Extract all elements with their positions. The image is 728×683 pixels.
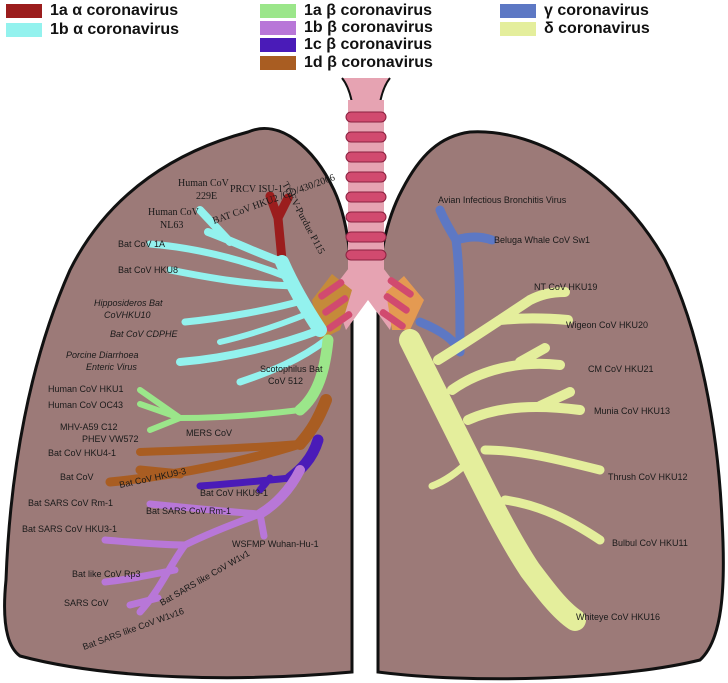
- trachea-ring: [345, 151, 387, 163]
- branch-1a-beta-trunk: [294, 334, 334, 416]
- branch-1b-alpha: [217, 309, 315, 345]
- legend-swatch: [500, 22, 536, 36]
- legend-item-1a-alpha: 1a α coronavirus: [6, 2, 178, 20]
- branch-1b-beta: [101, 510, 264, 616]
- legend-swatch: [260, 38, 296, 52]
- label-mhv: MHV-A59 C12: [60, 422, 118, 432]
- branch-1b-alpha-trunk: [275, 255, 327, 337]
- label-mers: MERS CoV: [186, 428, 232, 438]
- branch-delta: [447, 343, 565, 395]
- label-human-cov-oc43: Human CoV OC43: [48, 400, 123, 410]
- branch-1b-beta: [146, 500, 268, 540]
- legend-label: 1a β coronavirus: [304, 2, 433, 19]
- label-human-cov-229e-line1: Human CoV: [178, 178, 230, 189]
- label-thrush: Thrush CoV HKU12: [608, 472, 688, 482]
- label-human-cov-nl63-line1: Human CoV: [148, 207, 200, 218]
- trachea-ring: [345, 131, 387, 143]
- label-prcv-isu1: PRCV ISU-1: [230, 184, 283, 195]
- label-bat-cov-cdphe: Bat CoV CDPHE: [110, 329, 179, 339]
- label-human-cov-hku1: Human CoV HKU1: [48, 384, 124, 394]
- trachea-ring: [345, 249, 387, 261]
- branch-delta: [500, 495, 605, 545]
- branch-delta-trunk: [399, 329, 586, 631]
- label-bat-cov-hku4: Bat CoV HKU4-1: [48, 448, 116, 458]
- legend-item-delta: δ coronavirus: [500, 20, 650, 38]
- label-beluga: Beluga Whale CoV Sw1: [494, 235, 590, 245]
- legend-label: 1d β coronavirus: [304, 54, 433, 71]
- label-hipposideros-line1: Hipposideros Bat: [94, 298, 163, 308]
- legend-swatch: [500, 4, 536, 18]
- trachea: [312, 77, 424, 340]
- branch-1d-beta: [105, 439, 305, 487]
- label-bat-sars-rm1b: Bat SARS CoV Rm-1: [146, 506, 231, 516]
- trachea-ring: [345, 211, 387, 223]
- branch-delta: [480, 445, 605, 475]
- legend-swatch: [260, 56, 296, 70]
- legend-label: 1c β coronavirus: [304, 36, 433, 53]
- right-bronchial-tree: [399, 205, 605, 631]
- branch-1b-alpha: [176, 326, 324, 366]
- label-bat-cov: Bat CoV: [60, 472, 94, 482]
- legend-item-gamma: γ coronavirus: [500, 2, 649, 20]
- branch-1b-alpha: [166, 266, 300, 290]
- legend-item-1c-beta: 1c β coronavirus: [260, 36, 432, 54]
- legend-swatch: [6, 23, 42, 37]
- trachea-ring: [345, 231, 387, 243]
- trachea-ring: [345, 191, 387, 203]
- label-bat-cov-hku8: Bat CoV HKU8: [118, 265, 178, 275]
- legend-label: δ coronavirus: [544, 20, 650, 37]
- legend-item-1d-beta: 1d β coronavirus: [260, 54, 433, 72]
- label-munia: Munia CoV HKU13: [594, 406, 670, 416]
- legend-label: γ coronavirus: [544, 2, 649, 19]
- branch-1b-alpha: [196, 206, 286, 266]
- trachea-ring: [345, 111, 387, 123]
- branch-1b-alpha: [181, 296, 309, 326]
- label-pedv-line2: Enteric Virus: [86, 362, 137, 372]
- branch-delta: [428, 456, 474, 490]
- legend-swatch: [260, 21, 296, 35]
- label-pedv-line1: Porcine Diarrhoea: [66, 350, 139, 360]
- label-hipposideros-line2: CoVHKU10: [104, 310, 151, 320]
- label-scotophilus-line2: CoV 512: [268, 376, 303, 386]
- label-bat-cov-1a: Bat CoV 1A: [118, 239, 165, 249]
- label-scotophilus-line1: Scotophilus Bat: [260, 364, 323, 374]
- branch-delta: [433, 287, 573, 365]
- label-wigeon: Wigeon CoV HKU20: [566, 320, 648, 330]
- branch-1b-alpha: [236, 336, 330, 386]
- branch-1b-beta-trunk: [255, 465, 305, 519]
- legend-swatch: [6, 4, 42, 18]
- label-phev: PHEV VW572: [82, 434, 139, 444]
- label-bat-sars-rm1: Bat SARS CoV Rm-1: [28, 498, 113, 508]
- legend-swatch: [260, 4, 296, 18]
- branch-1b-alpha: [146, 240, 294, 282]
- legend-item-1b-alpha: 1b α coronavirus: [6, 21, 179, 39]
- branch-1a-alpha: [265, 191, 293, 265]
- legend-label: 1a α coronavirus: [50, 2, 179, 19]
- label-sars-cov: SARS CoV: [64, 598, 109, 608]
- label-bulbul: Bulbul CoV HKU11: [612, 538, 688, 548]
- legend-item-1a-beta: 1a β coronavirus: [260, 2, 432, 20]
- label-human-cov-229e-line2: 229E: [196, 191, 217, 202]
- branch-gamma: [415, 205, 497, 357]
- label-whiteye: Whiteye CoV HKU16: [576, 612, 660, 622]
- branch-1c-beta: [196, 474, 294, 494]
- left-bronchial-tree: [101, 191, 334, 616]
- legend-label: 1b β coronavirus: [304, 19, 433, 36]
- branch-1a-beta: [137, 387, 303, 433]
- label-bat-like-rp3: Bat like CoV Rp3: [72, 569, 141, 579]
- label-aibv: Avian Infectious Bronchitis Virus: [438, 195, 567, 205]
- legend-item-1b-beta: 1b β coronavirus: [260, 19, 433, 37]
- trachea-ring: [345, 171, 387, 183]
- branch-delta: [463, 387, 585, 425]
- label-nt-hku19: NT CoV HKU19: [534, 282, 597, 292]
- label-bat-cov-hku9-1: Bat CoV HKU9-1: [200, 488, 268, 498]
- label-cm-hku21: CM CoV HKU21: [588, 364, 654, 374]
- label-wsfmp: WSFMP Wuhan-Hu-1: [232, 539, 319, 549]
- legend-label: 1b α coronavirus: [50, 21, 179, 38]
- label-human-cov-nl63-line2: NL63: [160, 220, 183, 231]
- label-bat-sars-hku3: Bat SARS CoV HKU3-1: [22, 524, 117, 534]
